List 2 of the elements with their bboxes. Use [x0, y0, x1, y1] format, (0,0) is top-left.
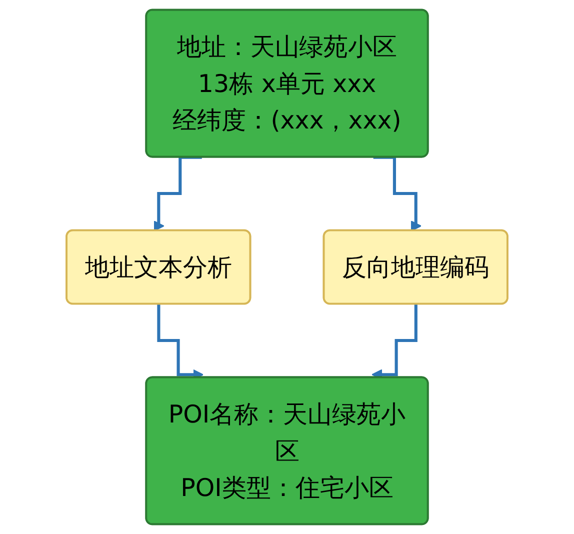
arrow	[154, 156, 202, 232]
arrow	[373, 156, 422, 232]
